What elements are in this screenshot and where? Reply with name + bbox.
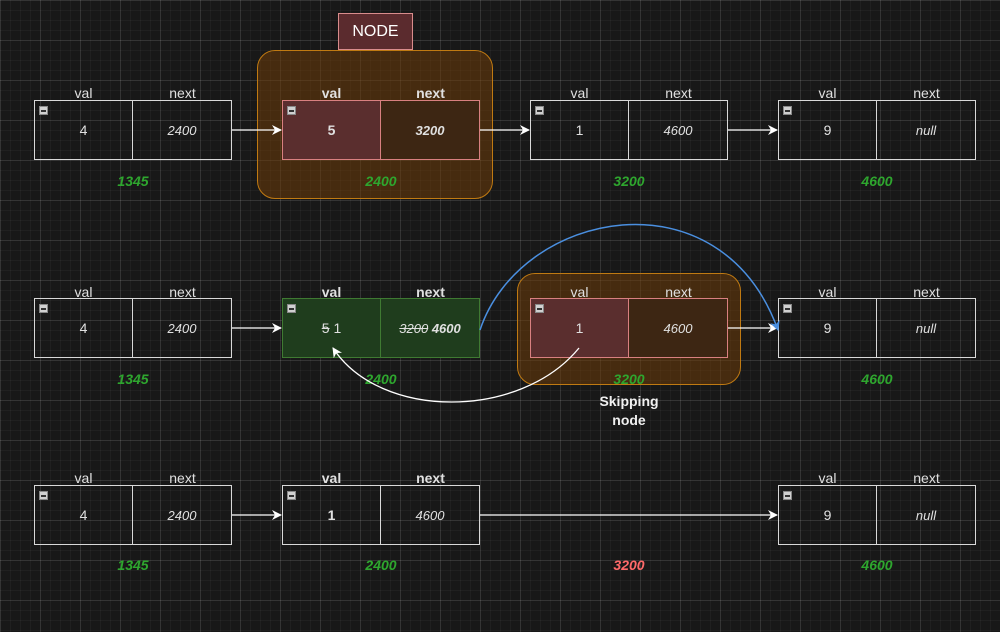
node-next-cell: 3200 [381, 101, 479, 159]
node-next-cell: 2400 [167, 122, 197, 138]
node-next-cell: 4600 [415, 507, 445, 523]
old-val: 5 [321, 320, 330, 336]
header-next: next [169, 284, 196, 300]
node-next-cell: 2400 [167, 320, 197, 336]
header-next: next [665, 85, 692, 101]
node-val-cell: 1 [531, 101, 629, 159]
header-next: next [169, 470, 196, 486]
collapse-icon[interactable] [39, 491, 48, 500]
node-next-cell: 4600 [663, 122, 693, 138]
node-address: 1345 [117, 371, 149, 387]
collapse-icon[interactable] [287, 106, 296, 115]
collapse-icon[interactable] [783, 304, 792, 313]
header-val: val [818, 284, 837, 300]
collapse-icon[interactable] [39, 106, 48, 115]
header-val: val [74, 85, 93, 101]
header-next: next [169, 85, 196, 101]
list-node: 9 null [778, 100, 976, 160]
collapse-icon[interactable] [783, 491, 792, 500]
list-node: 1 4600 [530, 100, 728, 160]
node-val-cell: 9 [779, 101, 877, 159]
node-val-cell: 9 [779, 299, 877, 357]
header-val: val [818, 470, 837, 486]
skipping-node-caption: Skipping node [599, 393, 659, 428]
header-val: val [570, 85, 589, 101]
collapse-icon[interactable] [783, 106, 792, 115]
header-next: next [416, 284, 445, 300]
list-node: 9 null [778, 298, 976, 358]
list-node: 9 null [778, 485, 976, 545]
header-val: val [74, 284, 93, 300]
node-address: 4600 [861, 173, 893, 189]
new-val: 1 [333, 320, 342, 336]
header-next: next [913, 470, 940, 486]
node-val-cell: 4 [35, 101, 133, 159]
node-val-cell: 1 [531, 299, 629, 357]
header-val: val [321, 85, 342, 101]
header-next: next [913, 85, 940, 101]
node-next-cell: 3200 4600 [381, 299, 479, 357]
list-node-skipped: 1 4600 [530, 298, 728, 358]
removed-node-address: 3200 [613, 557, 645, 573]
node-val-cell: 9 [779, 486, 877, 544]
node-next-cell: null [915, 122, 937, 138]
node-val-cell: 4 [35, 486, 133, 544]
node-tag: NODE [338, 13, 413, 50]
list-node: 4 2400 [34, 485, 232, 545]
node-next-cell: null [915, 320, 937, 336]
collapse-icon[interactable] [287, 304, 296, 313]
list-node: 4 2400 [34, 100, 232, 160]
header-val: val [321, 470, 342, 486]
node-address: 4600 [861, 371, 893, 387]
node-address: 1345 [117, 557, 149, 573]
header-next: next [913, 284, 940, 300]
node-val-cell: 4 [35, 299, 133, 357]
list-node-modified: 5 1 3200 4600 [282, 298, 480, 358]
header-next: next [416, 85, 445, 101]
node-address: 1345 [117, 173, 149, 189]
node-next-cell: 4600 [629, 299, 727, 357]
list-node-highlighted: 5 3200 [282, 100, 480, 160]
node-val-cell: 1 [283, 486, 381, 544]
list-node: 1 4600 [282, 485, 480, 545]
header-val: val [818, 85, 837, 101]
list-node: 4 2400 [34, 298, 232, 358]
new-next: 4600 [431, 320, 461, 336]
node-address: 2400 [365, 557, 397, 573]
node-address: 3200 [613, 173, 645, 189]
header-next: next [416, 470, 445, 486]
node-address: 2400 [365, 371, 397, 387]
node-next-cell: 2400 [167, 507, 197, 523]
collapse-icon[interactable] [287, 491, 296, 500]
collapse-icon[interactable] [535, 304, 544, 313]
node-address: 3200 [613, 371, 645, 387]
node-val-cell: 5 [283, 101, 381, 159]
node-address: 4600 [861, 557, 893, 573]
header-val: val [321, 284, 342, 300]
collapse-icon[interactable] [535, 106, 544, 115]
node-address: 2400 [365, 173, 397, 189]
header-val: val [74, 470, 93, 486]
old-next: 3200 [399, 320, 429, 336]
collapse-icon[interactable] [39, 304, 48, 313]
node-val-cell: 5 1 [283, 299, 381, 357]
node-next-cell: null [915, 507, 937, 523]
